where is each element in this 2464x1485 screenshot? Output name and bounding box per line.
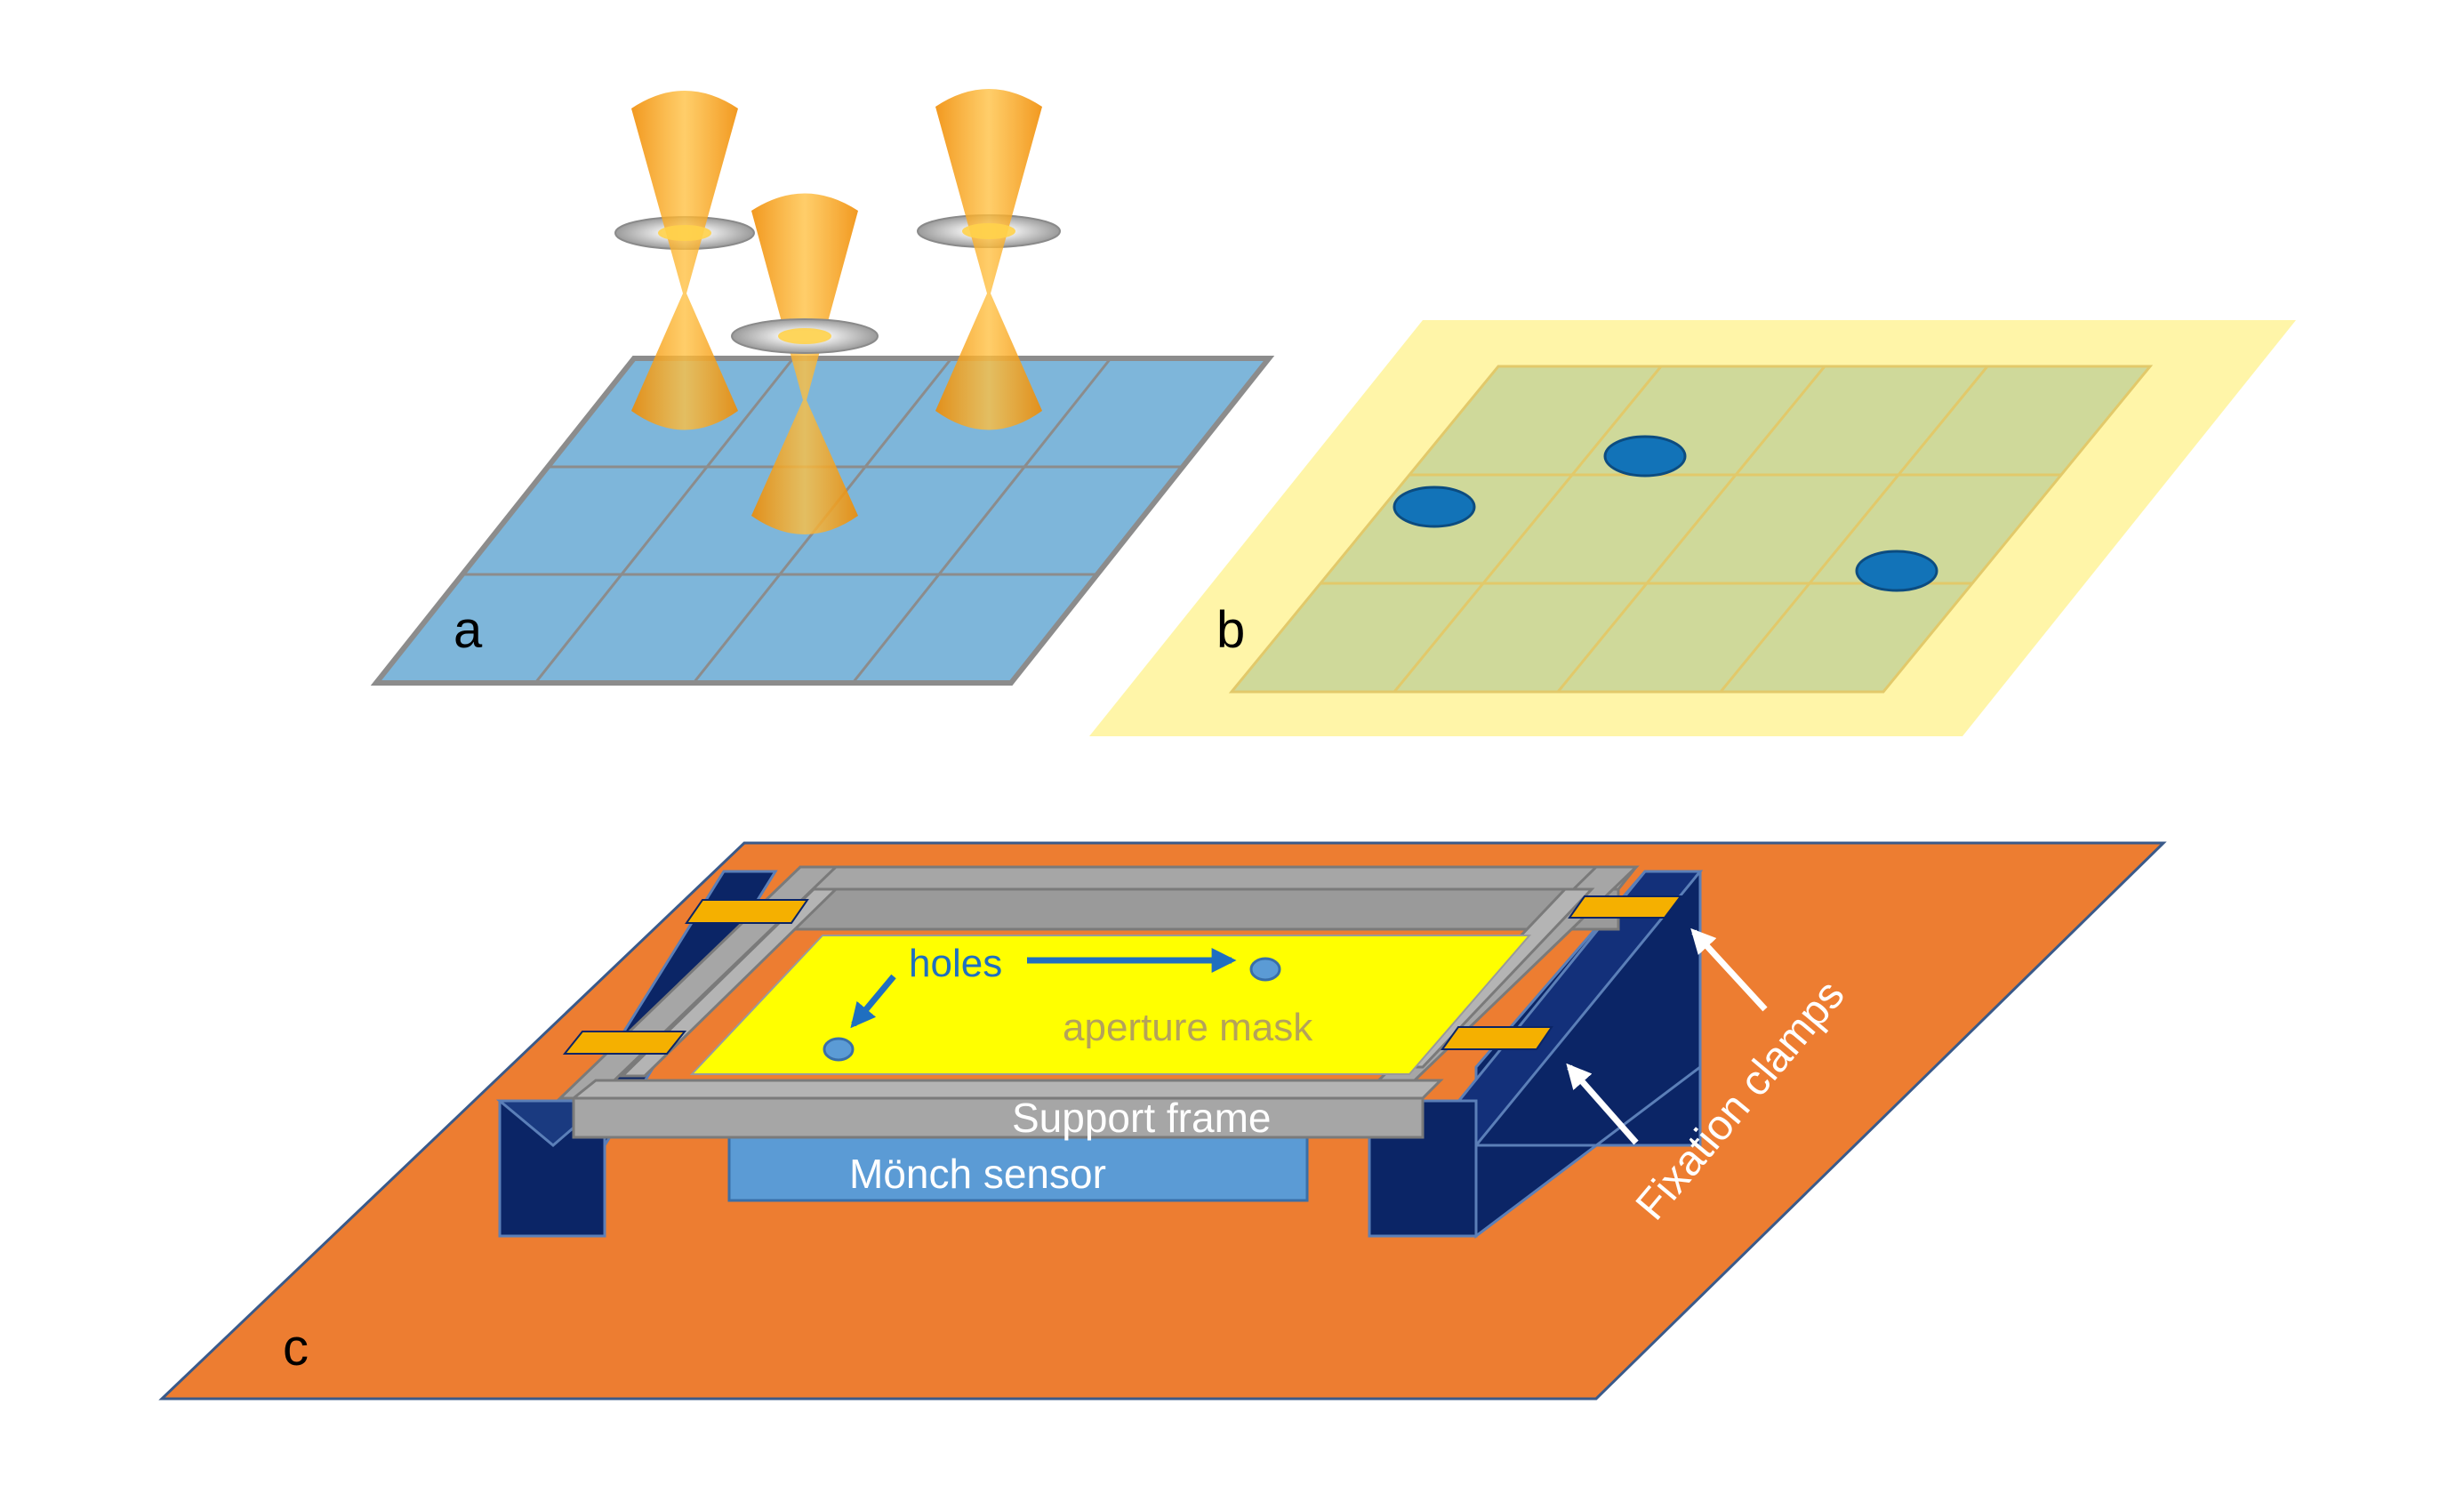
aperture-hole	[823, 1037, 855, 1062]
clamp-pads	[562, 895, 1682, 1055]
arrow-icon	[850, 974, 896, 1029]
holes-label: holes	[909, 942, 1002, 985]
beam-right	[917, 89, 1061, 430]
panel-b: b	[1089, 320, 2296, 736]
panel-label-b: b	[1216, 601, 1245, 659]
beam-left	[614, 91, 755, 430]
panel-label-c: c	[283, 1319, 309, 1377]
support-frame-label: Support frame	[1012, 1095, 1271, 1141]
clamp-right	[1368, 870, 1704, 1240]
beam-cone-icon	[935, 89, 1042, 430]
aperture-mask	[689, 935, 1532, 1075]
sensor-label: Mönch sensor	[849, 1151, 1106, 1197]
panel-c: holes aperture mask Support frame Mönch …	[158, 841, 2167, 1401]
mask-hole	[1603, 435, 1687, 478]
mask-hole	[1393, 486, 1476, 528]
arrow-icon	[1690, 927, 1768, 1012]
aperture-hole	[1249, 957, 1281, 982]
panel-label-a: a	[453, 601, 483, 659]
support-frame-front	[569, 1079, 1444, 1139]
arrow-icon	[1566, 1063, 1639, 1145]
beam-center	[731, 193, 879, 534]
beam-cone-icon	[631, 91, 738, 430]
beam-cone-icon	[751, 193, 858, 534]
aperture-mask-label: aperture mask	[1063, 1006, 1313, 1049]
panel-a: a	[370, 89, 1275, 686]
mask-hole	[1855, 550, 1938, 592]
